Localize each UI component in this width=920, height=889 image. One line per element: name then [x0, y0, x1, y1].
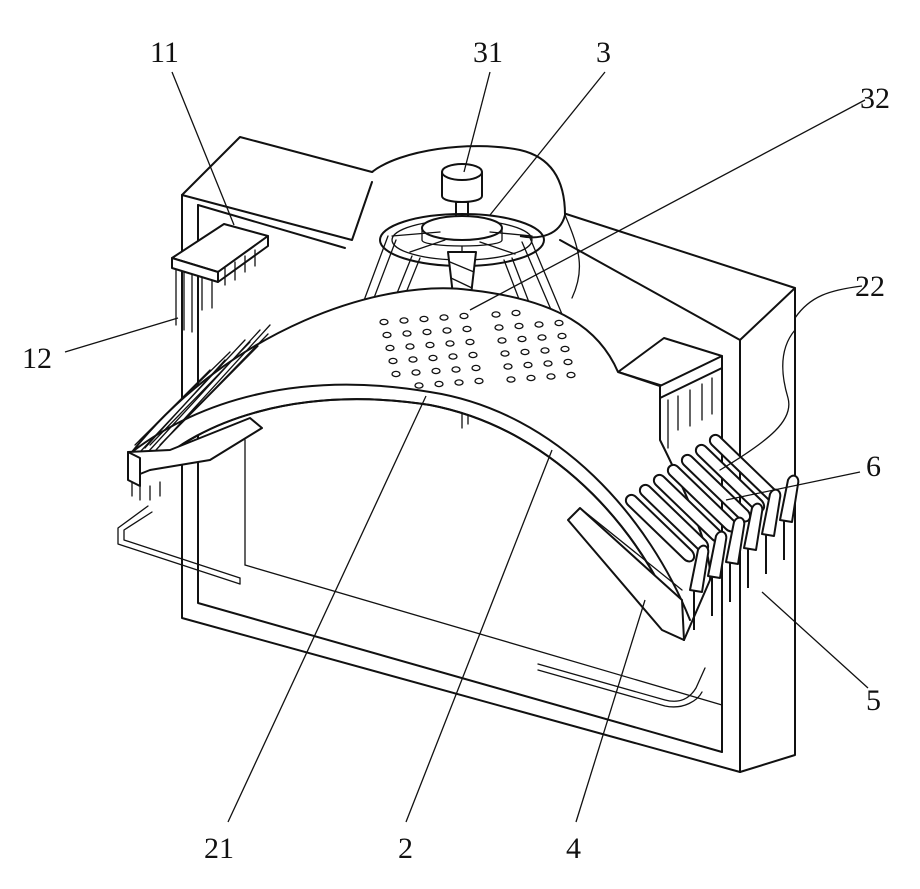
label-12: 12 — [22, 342, 52, 375]
bottom-pipe — [538, 664, 705, 707]
left-pipe — [118, 506, 240, 584]
left-nozzle-block — [172, 224, 268, 282]
label-11: 11 — [150, 36, 179, 69]
label-31: 31 — [473, 36, 503, 69]
label-4: 4 — [566, 832, 581, 865]
label-6: 6 — [866, 450, 881, 483]
label-32: 32 — [860, 82, 890, 115]
label-2: 2 — [398, 832, 413, 865]
spray-nozzle — [708, 532, 726, 616]
label-5: 5 — [866, 684, 881, 717]
label-22: 22 — [855, 270, 885, 303]
curved-plate — [132, 288, 710, 640]
label-21: 21 — [204, 832, 234, 865]
label-3: 3 — [596, 36, 611, 69]
spray-nozzle — [762, 490, 780, 574]
